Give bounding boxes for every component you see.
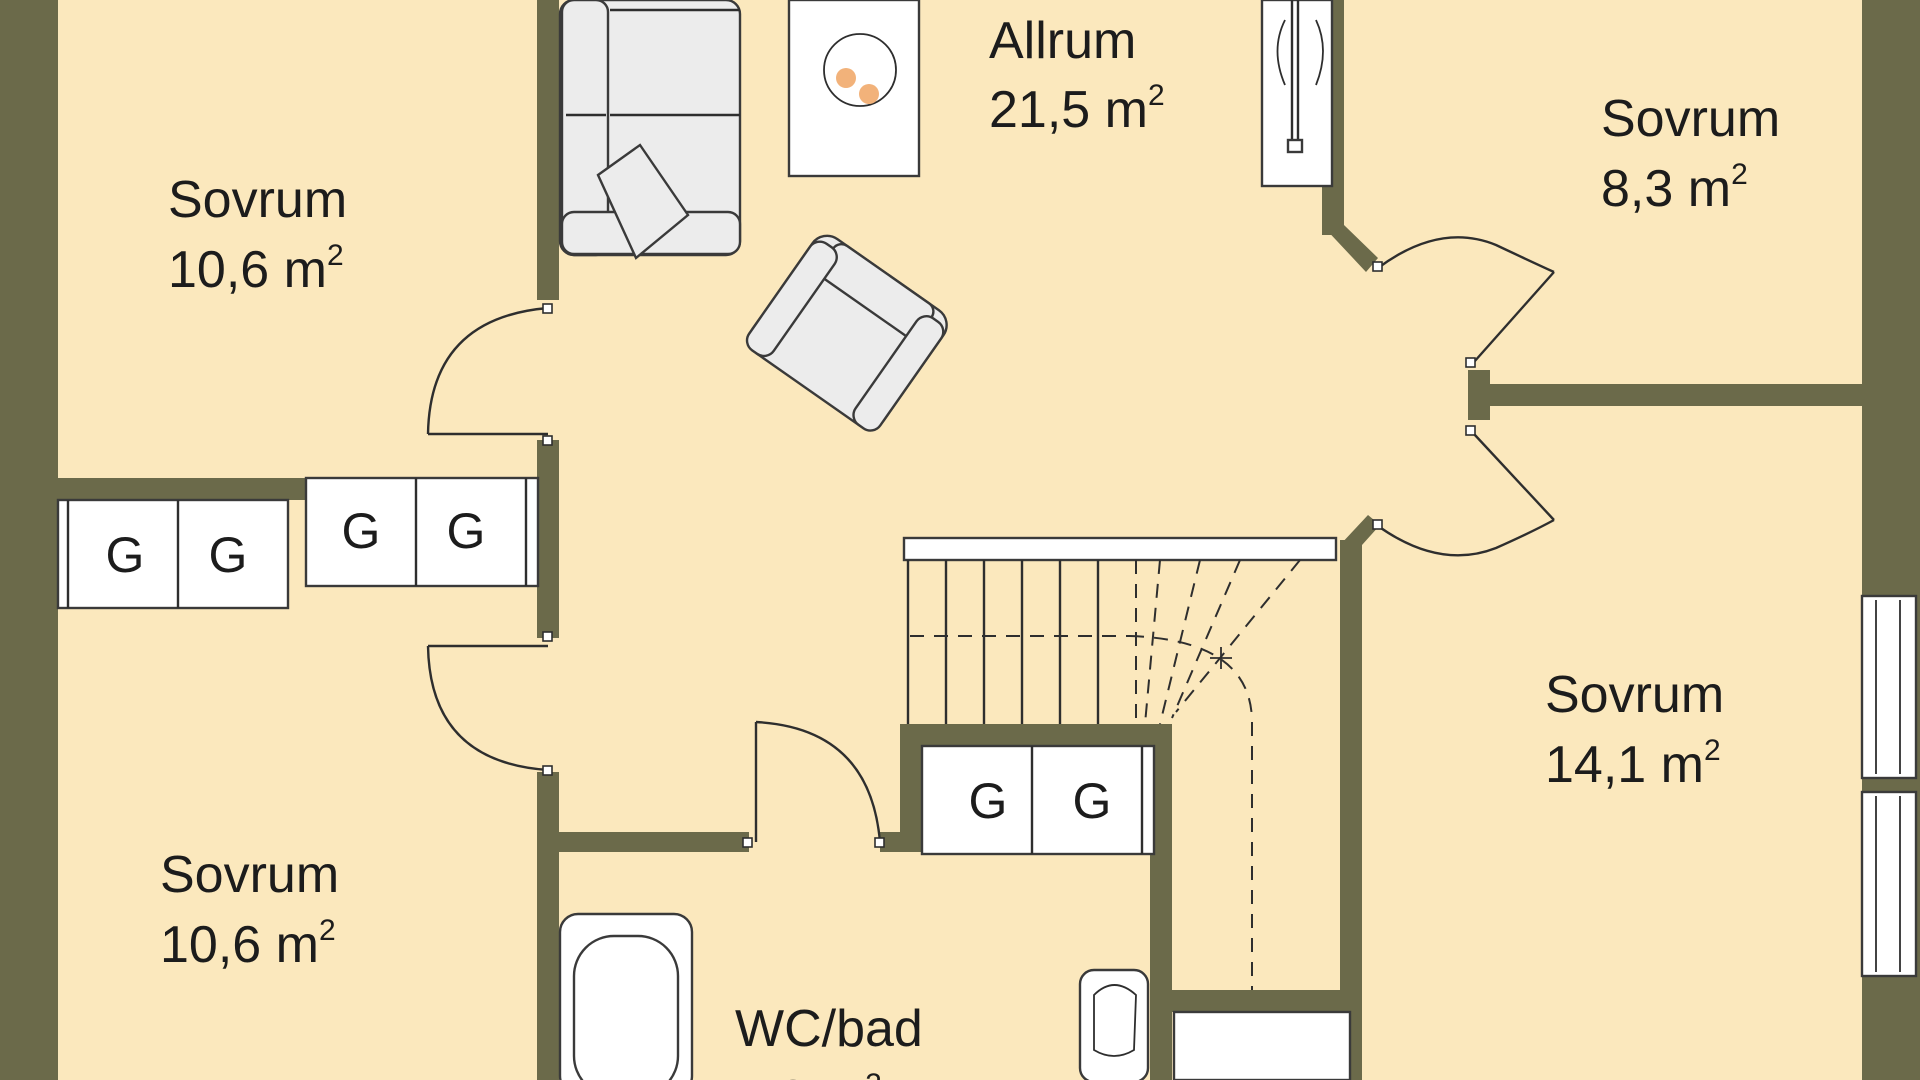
wall-right-post [1468,370,1490,420]
room-area: 10,6 m2 [160,914,336,974]
wall-top-left-bedroom [537,0,559,300]
wall-stair-bottom [1172,990,1350,1012]
sofa [558,0,742,260]
room-name: Sovrum [168,171,347,229]
wardrobe-left-upper: G G [304,476,540,588]
wall-right-bedroom-corner [1340,515,1380,545]
coffee-table [787,0,921,178]
wardrobe-label: G [209,527,248,583]
fruit-icon [859,84,879,104]
wardrobe-label: G [106,527,145,583]
desk [1260,0,1334,188]
outer-wall-left [0,0,58,1080]
room-area: 21,5 m2 [989,79,1165,139]
window-right-lower [1860,790,1918,978]
room-label-wc-bad: WC/bad 7,2 m2 [735,1000,923,1080]
room-name: Sovrum [1601,90,1780,148]
wardrobe-label: G [1073,773,1112,829]
stair-landing [1172,1010,1352,1080]
toilet-icon [1078,968,1150,1080]
room-label-sovrum-top-right: Sovrum 8,3 m2 [1601,90,1780,218]
pillow-icon [596,143,690,260]
room-name: Sovrum [1545,666,1724,724]
room-area: 14,1 m2 [1545,734,1721,794]
wardrobe-left-lower: G G [56,498,290,610]
wall-right-partition [1478,384,1862,406]
wall-bottom-left-bedroom [537,772,559,1080]
room-name: WC/bad [735,1000,923,1058]
wardrobe-label: G [342,503,381,559]
room-area: 8,3 m2 [1601,158,1748,218]
room-label-allrum: Allrum 21,5 m2 [989,12,1165,139]
door-bottom-left-bedroom [426,645,549,772]
room-name: Sovrum [160,846,339,904]
wall-left-middle [537,440,559,638]
bathtub [558,912,694,1080]
wall-closet-left [900,724,922,852]
wall-top-right-corner [1322,225,1378,272]
fruit-icon [836,68,856,88]
door-right-bedroom [1377,518,1555,557]
door-top-left-bedroom [426,306,549,435]
wall-closet-top [900,724,1172,746]
staircase [902,536,1352,1080]
armchair [745,234,948,432]
door-top-right-bedroom [1377,236,1555,274]
room-area: 10,6 m2 [168,239,344,299]
wall-wc-top-left [559,832,749,852]
room-area: 7,2 m2 [735,1068,882,1080]
wardrobe-closet: G G [920,744,1156,856]
doors [426,236,1555,848]
wall-right-bedroom-left [1340,540,1362,1080]
wardrobe-label: G [969,773,1008,829]
window-right-upper [1860,594,1918,780]
room-name: Allrum [989,12,1136,70]
room-label-sovrum-bottom-left: Sovrum 10,6 m2 [160,846,339,974]
wall-wc-right [1150,724,1172,1080]
room-label-sovrum-top-left: Sovrum 10,6 m2 [168,171,347,299]
stair-top-rail [902,536,1338,562]
wardrobe-label: G [447,503,486,559]
room-label-sovrum-right: Sovrum 14,1 m2 [1545,666,1724,794]
